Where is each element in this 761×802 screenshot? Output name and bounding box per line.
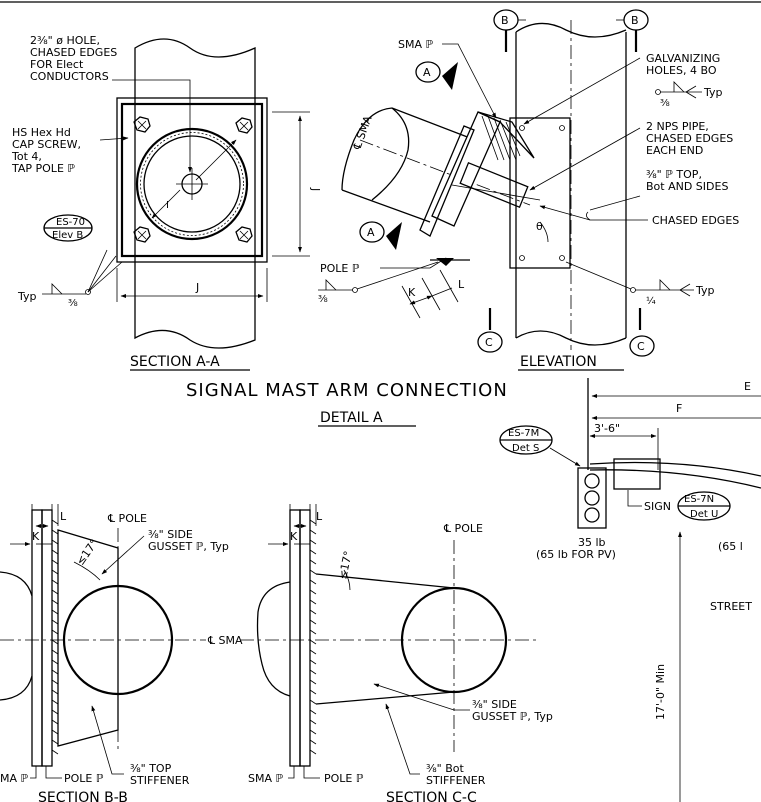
- elevation-view: θ ⅜ Typ ⅜ ¼ Typ K L: [318, 9, 739, 371]
- cap-screw-icon: [133, 226, 151, 243]
- weld-typ-right: Typ: [695, 284, 715, 297]
- bb-pole-plate: POLE ℙ: [64, 772, 104, 785]
- cap-screw-icon: [133, 116, 151, 133]
- drawing-title: SIGNAL MAST ARM CONNECTION: [186, 380, 508, 401]
- section-bb-heading: SECTION B-B: [38, 790, 128, 802]
- chased-edges-label: CHASED EDGES: [652, 214, 739, 227]
- svg-text:ES-7M: ES-7M: [508, 428, 539, 439]
- cc-gusset-note: ⅜" SIDE GUSSET ℙ, Typ: [472, 698, 553, 723]
- cc-dim-l: L: [316, 510, 323, 523]
- cc-angle: ≤17°: [336, 550, 355, 581]
- weld-typ-top: Typ: [703, 86, 723, 99]
- weld-size-top: ⅜: [660, 98, 670, 109]
- weight-pv-label: (65 lb FOR PV): [536, 548, 616, 561]
- section-bb-view: L K ℄ POLE ≤17° ⅜" SIDE GUSSET ℙ, Typ ℄ …: [0, 504, 243, 802]
- section-aa-view: I J J Typ ⅜ ES-70 Elev B 2⅜" ø HOLE, CHA…: [11, 34, 322, 371]
- weight-main-label: 35 lb: [578, 536, 606, 549]
- bb-dim-l: L: [60, 510, 67, 523]
- theta-label: θ: [536, 220, 543, 233]
- cc-stiffener-note: ⅜" Bot STIFFENER: [426, 762, 486, 787]
- cap-screw-icon: [235, 117, 253, 134]
- section-cc-heading: SECTION C-C: [386, 790, 477, 802]
- sign-icon: [613, 458, 661, 490]
- weight-partial-label: (65 l: [718, 540, 743, 553]
- cc-sma-plate: SMA ℙ: [248, 772, 283, 785]
- street-label: STREET: [710, 600, 752, 613]
- section-aa-heading: SECTION A-A: [130, 354, 220, 370]
- pole-elevation-panel: E F 3'-6" SIGN ES-7M Det S ES-7N Det U 3…: [499, 378, 761, 802]
- plate-note: ⅜" ℙ TOP, Bot AND SIDES: [646, 168, 728, 193]
- pole-plate-label: POLE ℙ: [320, 262, 360, 275]
- cc-pole-centerline: ℄ POLE: [443, 522, 483, 535]
- dim-offset-label: 3'-6": [594, 422, 620, 435]
- cut-marker-b-left: B: [493, 9, 526, 52]
- bb-sma-plate: MA ℙ: [0, 772, 29, 785]
- svg-text:B: B: [631, 14, 639, 27]
- cut-marker-a-bottom: A: [359, 221, 402, 250]
- dim-j-horizontal-label: J: [195, 281, 199, 294]
- svg-text:Det S: Det S: [512, 443, 539, 454]
- weld-size-right: ¼: [646, 295, 656, 307]
- cut-marker-b-right: B: [616, 9, 649, 52]
- svg-text:C: C: [485, 336, 493, 349]
- bb-pole-centerline: ℄ POLE: [107, 512, 147, 525]
- cut-marker-c-right: C: [629, 308, 655, 357]
- elev-dim-l: L: [458, 278, 465, 291]
- dim-j-vertical-label: J: [309, 187, 322, 191]
- weld-size-left: ⅜: [318, 294, 328, 305]
- dim-e-label: E: [744, 380, 751, 393]
- bb-sma-centerline: ℄ SMA: [207, 634, 243, 647]
- cap-screw-icon: [235, 226, 253, 243]
- cc-pole-plate: POLE ℙ: [324, 772, 364, 785]
- sma-plate-label: SMA ℙ: [398, 38, 433, 51]
- section-cc-view: L K ℄ POLE ≤17° ⅜" SIDE GUSSET ℙ, Typ SM…: [240, 504, 553, 802]
- hole-note: 2⅜" ø HOLE, CHASED EDGES FOR Elect CONDU…: [30, 34, 121, 83]
- svg-text:C: C: [637, 340, 645, 353]
- cap-screw-note: HS Hex Hd CAP SCREW, Tot 4, TAP POLE ℙ: [11, 126, 84, 175]
- signal-head-icon: [577, 467, 607, 529]
- dim-f-label: F: [676, 402, 682, 415]
- weld-size-label: ⅜: [68, 298, 78, 309]
- cut-marker-c-left: C: [477, 308, 503, 353]
- clearance-label: 17'-0" Min: [654, 664, 667, 720]
- cut-marker-a-top: A: [415, 61, 458, 90]
- weld-typ-label: Typ: [17, 290, 37, 303]
- bb-gusset-note: ⅜" SIDE GUSSET ℙ, Typ: [148, 528, 229, 553]
- ref-view-elev-b: Elev B: [52, 230, 83, 241]
- dim-i-label: I: [166, 200, 169, 211]
- svg-text:A: A: [367, 226, 375, 239]
- svg-text:A: A: [423, 66, 431, 79]
- bb-stiffener-note: ⅜" TOP STIFFENER: [130, 762, 190, 787]
- elev-dim-k: K: [408, 286, 416, 299]
- sign-label: SIGN: [644, 500, 671, 513]
- svg-text:Det U: Det U: [690, 509, 718, 520]
- drawing-subtitle: DETAIL A: [320, 410, 383, 426]
- pipe-note: 2 NPS PIPE, CHASED EDGES EACH END: [646, 120, 737, 157]
- cc-dim-k: K: [290, 530, 298, 543]
- elevation-heading: ELEVATION: [520, 354, 597, 370]
- svg-text:ES-7N: ES-7N: [684, 494, 714, 505]
- ref-sheet-es70: ES-70: [56, 217, 85, 228]
- sma-centerline-label: ℄ SMA: [350, 114, 375, 152]
- bb-angle: ≤17°: [74, 537, 101, 568]
- galvanizing-note: GALVANIZING HOLES, 4 BO: [646, 52, 724, 77]
- svg-text:B: B: [501, 14, 509, 27]
- bb-dim-k: K: [32, 530, 40, 543]
